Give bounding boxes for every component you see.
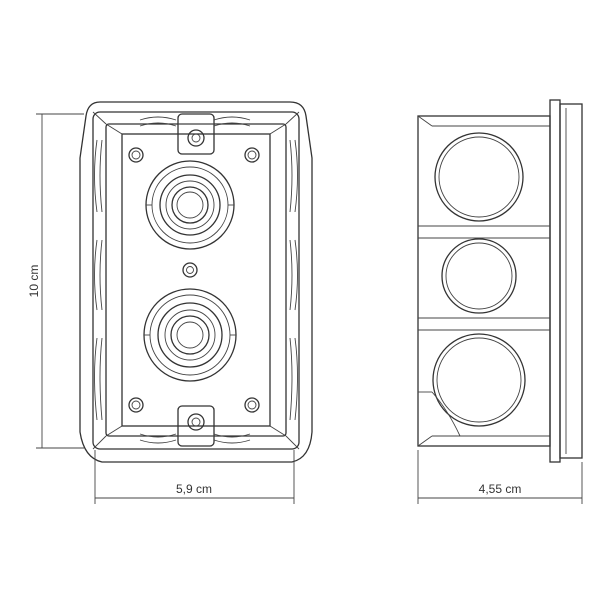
height-label: 10 cm <box>27 265 41 298</box>
side-knockout-top <box>434 132 524 222</box>
depth-label: 4,55 cm <box>479 482 522 496</box>
front-inner-wall <box>105 123 287 437</box>
dimension-width: 5,9 cm <box>94 450 295 504</box>
side-view <box>417 99 583 463</box>
bevel-br <box>285 435 300 450</box>
side-ribs-left <box>94 139 103 421</box>
side-flange-outer <box>549 99 561 463</box>
screw-tab-top <box>177 113 215 155</box>
bevel-tr <box>285 111 300 125</box>
rim-ribs-bottom <box>139 433 251 444</box>
side-knockout-middle <box>441 238 517 314</box>
inner-bevel-bl <box>105 425 123 437</box>
inner-bevel-tr <box>269 123 287 135</box>
side-taper-top <box>417 115 433 127</box>
dimension-height: 10 cm <box>27 113 84 449</box>
side-body <box>417 115 551 447</box>
mounting-holes <box>128 147 260 413</box>
side-flange-lip <box>559 103 583 459</box>
side-knockout-bottom <box>432 333 526 427</box>
front-view <box>79 101 313 463</box>
knockout-top <box>145 160 235 250</box>
dimension-depth: 4,55 cm <box>417 450 583 504</box>
rim-ribs-top <box>139 116 251 127</box>
center-hole <box>182 262 198 278</box>
knockout-bottom <box>143 288 237 382</box>
front-outer-outline <box>79 101 313 463</box>
side-notch <box>431 391 461 437</box>
side-taper-bottom <box>417 435 433 447</box>
bevel-tl <box>92 111 107 125</box>
bevel-bl <box>92 435 107 450</box>
side-ribs-right <box>289 139 298 421</box>
screw-tab-bottom <box>177 405 215 447</box>
front-back-plate <box>121 133 271 427</box>
width-label: 5,9 cm <box>176 482 212 496</box>
front-rim <box>92 111 300 450</box>
inner-bevel-tl <box>105 123 123 135</box>
inner-bevel-br <box>269 425 287 437</box>
